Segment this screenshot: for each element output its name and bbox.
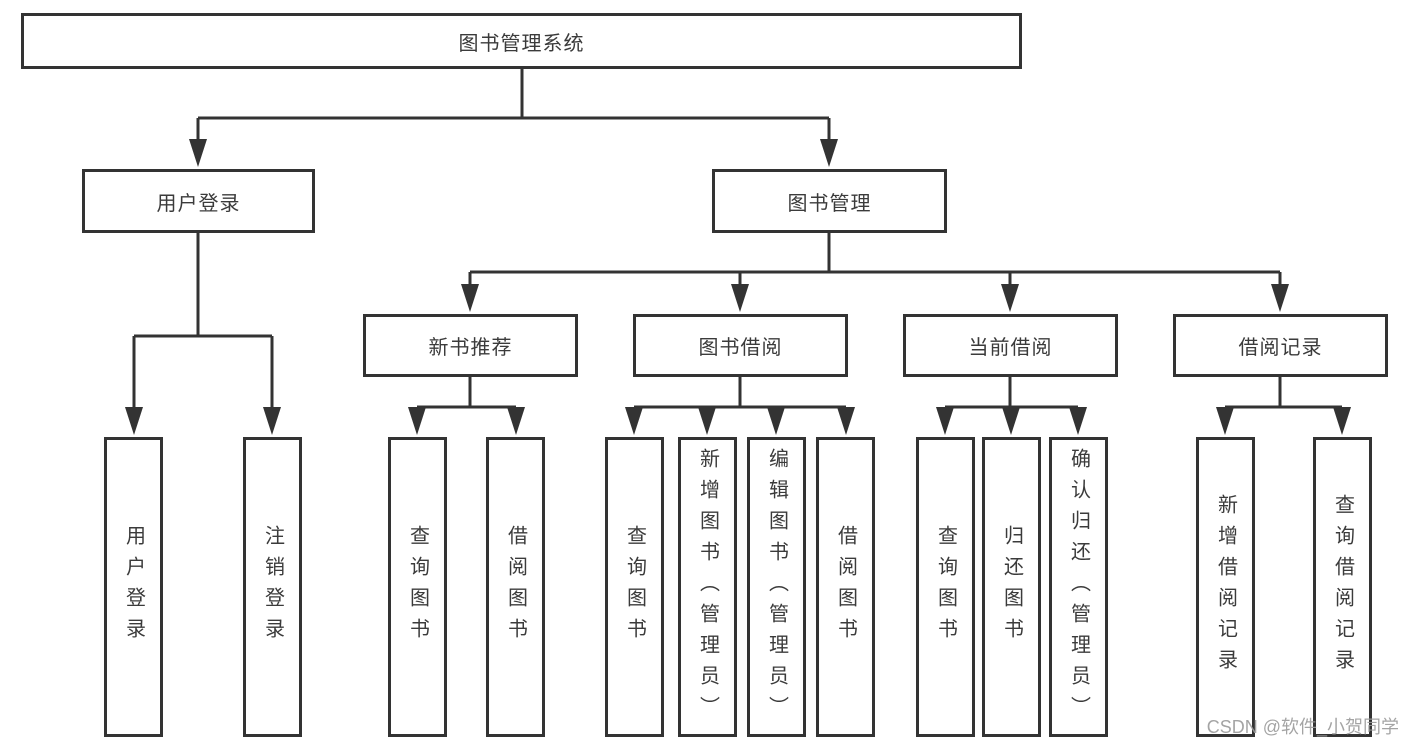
node-label: 当前借阅 <box>968 337 1053 359</box>
leaf-query-books-recommend: 查询图书 <box>388 437 447 737</box>
node-label: 查询图书 <box>934 525 957 649</box>
node-borrow-records: 借阅记录 <box>1173 314 1388 377</box>
leaf-logout: 注销登录 <box>243 437 302 737</box>
leaf-add-borrow-record: 新增借阅记录 <box>1196 437 1255 737</box>
node-label: 归还图书 <box>1000 525 1023 649</box>
leaf-return-books: 归还图书 <box>982 437 1041 737</box>
node-new-book-recommend: 新书推荐 <box>363 314 578 377</box>
node-label: 注销登录 <box>261 525 284 649</box>
node-label: 用户登录 <box>156 192 241 215</box>
node-label: 新书推荐 <box>428 337 513 359</box>
node-user-login: 用户登录 <box>82 169 315 233</box>
node-label: 编辑图书（管理员） <box>765 447 788 727</box>
node-label: 查询借阅记录 <box>1331 494 1354 680</box>
node-label: 借阅记录 <box>1238 337 1323 359</box>
leaf-borrow-books: 借阅图书 <box>816 437 875 737</box>
node-root-system: 图书管理系统 <box>21 13 1022 69</box>
node-label: 借阅图书 <box>504 525 527 649</box>
node-label: 图书管理 <box>787 192 872 215</box>
leaf-query-borrow-record: 查询借阅记录 <box>1313 437 1372 737</box>
node-label: 查询图书 <box>406 525 429 649</box>
node-label: 新增借阅记录 <box>1214 494 1237 680</box>
leaf-borrow-books-recommend: 借阅图书 <box>486 437 545 737</box>
node-label: 图书管理系统 <box>458 32 585 55</box>
node-book-borrow: 图书借阅 <box>633 314 848 377</box>
leaf-user-login: 用户登录 <box>104 437 163 737</box>
node-current-borrow: 当前借阅 <box>903 314 1118 377</box>
leaf-query-books-borrow: 查询图书 <box>605 437 664 737</box>
node-label: 图书借阅 <box>698 337 783 359</box>
leaf-confirm-return-admin: 确认归还（管理员） <box>1049 437 1108 737</box>
node-label: 查询图书 <box>623 525 646 649</box>
node-label: 借阅图书 <box>834 525 857 649</box>
leaf-edit-books-admin: 编辑图书（管理员） <box>747 437 806 737</box>
leaf-add-books-admin: 新增图书（管理员） <box>678 437 737 737</box>
node-book-management: 图书管理 <box>712 169 947 233</box>
node-label: 新增图书（管理员） <box>696 447 719 727</box>
watermark-text: CSDN @软件_小贺同学 <box>1206 717 1399 737</box>
node-label: 确认归还（管理员） <box>1067 447 1090 727</box>
node-label: 用户登录 <box>122 525 145 649</box>
leaf-query-books-current: 查询图书 <box>916 437 975 737</box>
